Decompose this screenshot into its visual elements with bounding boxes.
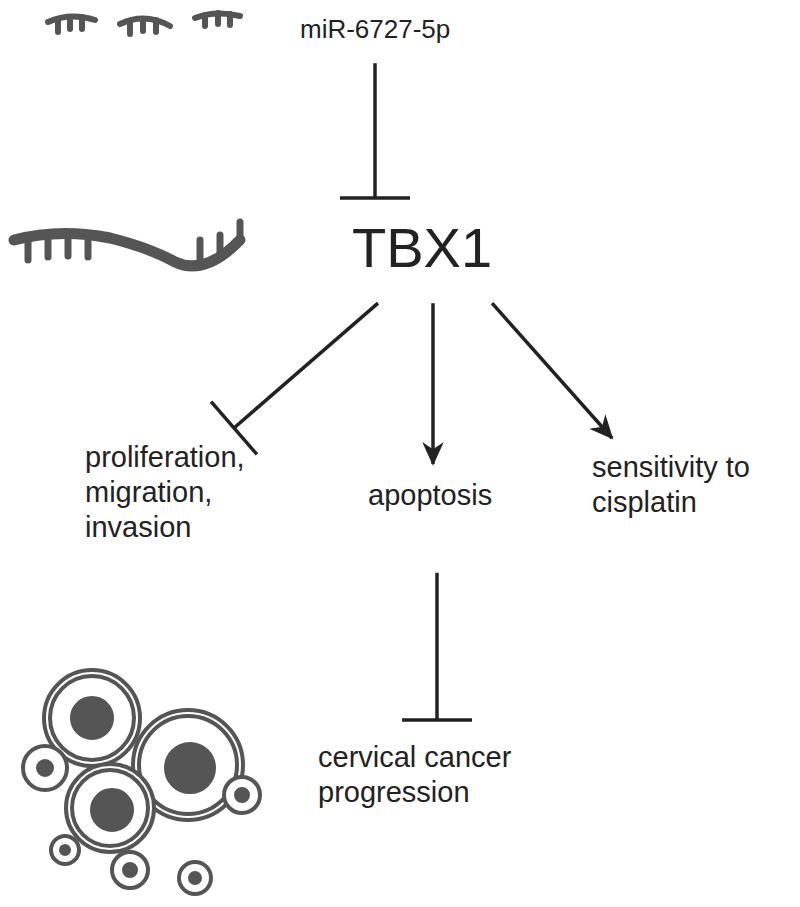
- node-text: sensitivity to cisplatin: [592, 450, 772, 520]
- outcome-label: cervical cancer progression: [318, 740, 618, 810]
- cancer-cells: [23, 670, 260, 894]
- node-text: TBX1: [352, 214, 492, 281]
- outcome-label: proliferation, migration, invasion: [85, 440, 300, 544]
- mrna-icon: [14, 222, 240, 266]
- connector: [211, 303, 378, 454]
- connector: [340, 63, 410, 198]
- connector: [402, 573, 472, 720]
- mirna-icons: [48, 13, 240, 34]
- outcome-label: apoptosis: [368, 478, 492, 513]
- node-text: apoptosis: [368, 478, 492, 513]
- node-text: miR-6727-5p: [300, 14, 450, 45]
- node-text: cervical cancer progression: [318, 740, 618, 810]
- node-text: proliferation, migration, invasion: [85, 440, 300, 544]
- connector: [424, 303, 442, 464]
- outcome-label: sensitivity to cisplatin: [592, 450, 772, 520]
- gene-label: TBX1: [352, 214, 492, 281]
- connector: [492, 303, 612, 438]
- mirna-label: miR-6727-5p: [300, 14, 450, 45]
